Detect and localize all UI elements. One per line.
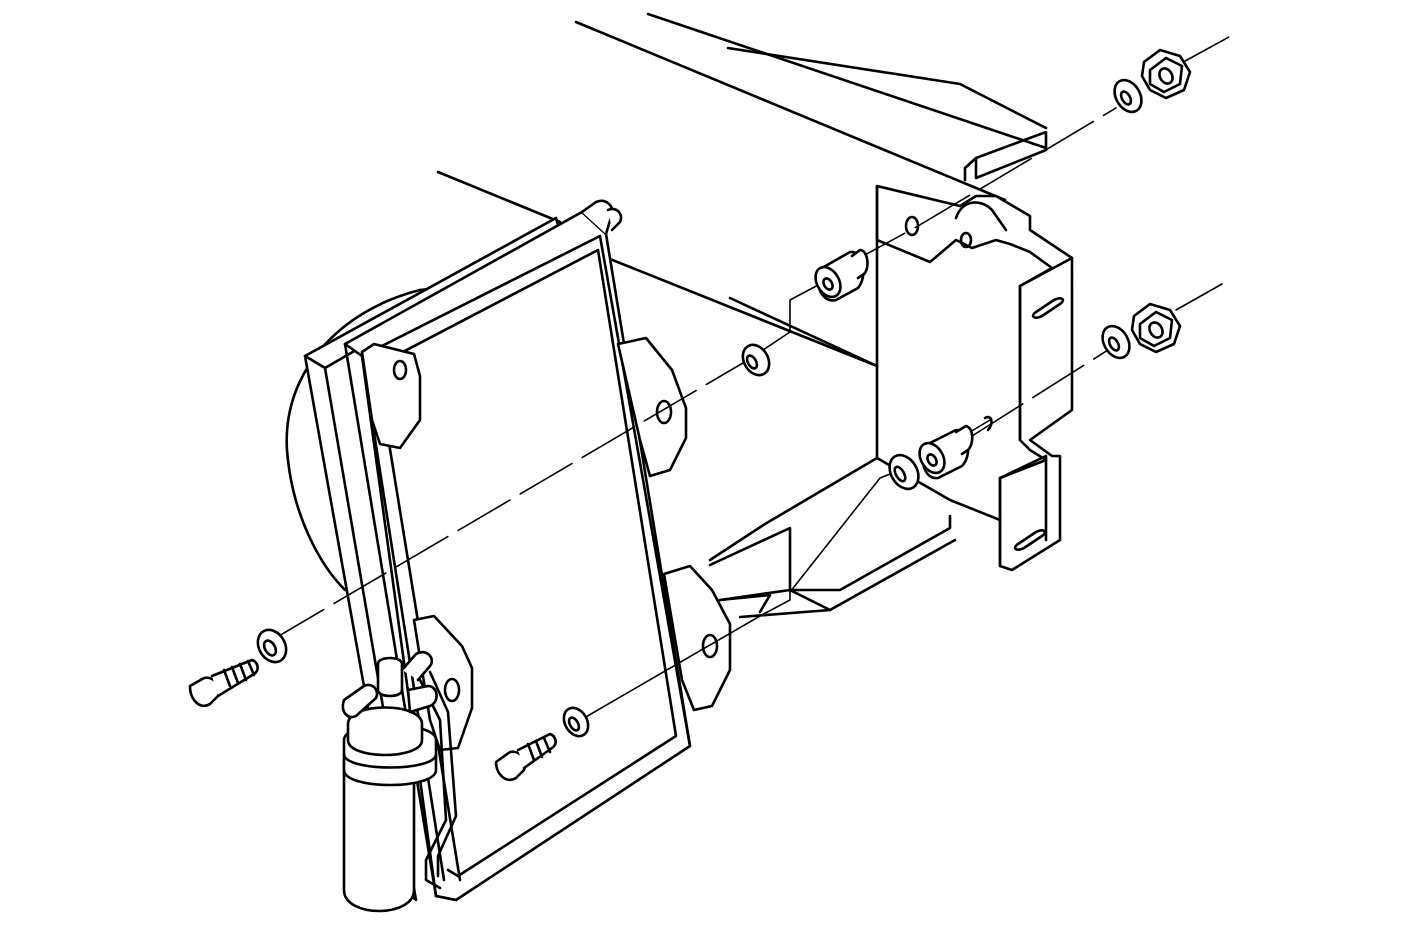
mounting-bracket (708, 184, 1074, 619)
washer (888, 453, 920, 491)
washer (741, 343, 771, 377)
upper-support-rail (574, 12, 1048, 202)
nut (1140, 48, 1192, 100)
nut (1130, 302, 1182, 354)
bracket-slot-lower (1013, 529, 1047, 551)
washer (1113, 78, 1143, 114)
bolt (188, 658, 259, 707)
upper-fastener-set (188, 31, 1239, 707)
lower-bolt-axis (583, 587, 791, 719)
washer (256, 628, 288, 664)
washer (562, 706, 590, 738)
lower-fastener-set (494, 283, 1223, 782)
receiver-drier (341, 650, 438, 913)
upper-insulator (814, 248, 869, 302)
support-guide-lines (436, 170, 879, 368)
bracket-slot-upper (1031, 297, 1065, 319)
upper-bolt-axis (271, 359, 749, 641)
lower-insulator (918, 424, 974, 480)
washer (1101, 324, 1131, 360)
bolt (494, 732, 557, 782)
